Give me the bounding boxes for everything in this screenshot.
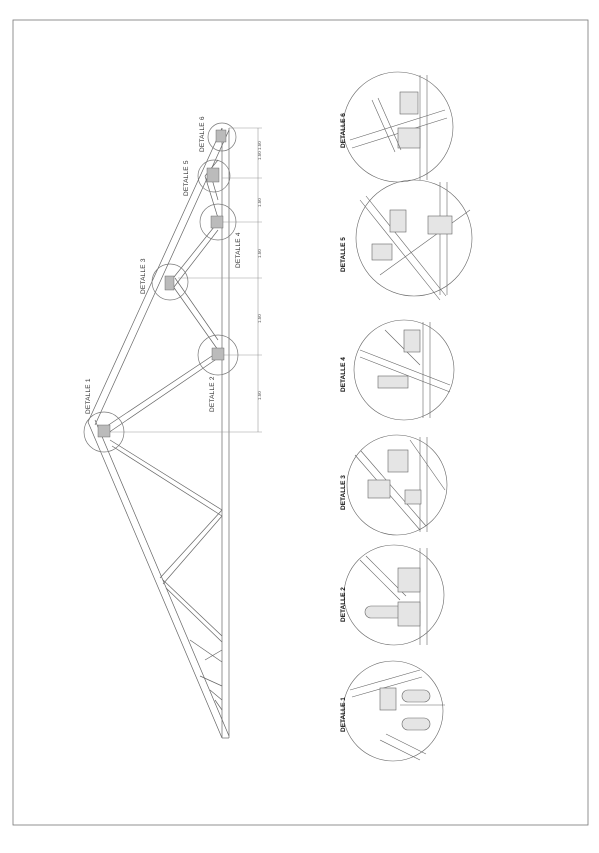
dimension-6: 1.50	[257, 141, 262, 150]
truss-label-2: DETALLE 2	[209, 376, 216, 412]
detail-1	[342, 660, 445, 762]
truss-gusset-plates	[97, 129, 227, 438]
truss-circle-1	[83, 411, 125, 453]
truss-label-4: DETALLE 4	[235, 232, 242, 268]
detail-title-1: DETALLE 1	[340, 697, 347, 732]
truss-circle-3	[151, 263, 189, 301]
detail-5	[355, 179, 473, 301]
detail-6	[342, 71, 454, 183]
dimension-5: 1.50	[257, 151, 262, 160]
truss-circle-5	[197, 159, 231, 193]
truss-label-6: DETALLE 6	[199, 116, 206, 152]
detail-4	[353, 319, 455, 421]
sheet-border	[12, 19, 589, 826]
truss-label-1: DETALLE 1	[85, 378, 92, 414]
truss-circle-4	[199, 203, 237, 241]
detail-title-6: DETALLE 6	[340, 113, 347, 148]
detail-3	[346, 434, 448, 536]
dimension-2: 1.50	[257, 314, 262, 323]
truss-circle-6	[207, 122, 237, 152]
detail-2	[343, 544, 445, 646]
dimension-4: 1.50	[257, 198, 262, 207]
truss-label-5: DETALLE 5	[183, 160, 190, 196]
truss-detail-circles	[83, 122, 239, 453]
truss-circle-2	[197, 334, 239, 376]
truss-elevation	[87, 127, 262, 739]
detail-title-3: DETALLE 3	[340, 475, 347, 510]
truss-label-3: DETALLE 3	[140, 258, 147, 294]
detail-title-4: DETALLE 4	[340, 357, 347, 392]
detail-title-5: DETALLE 5	[340, 237, 347, 272]
dimension-3: 1.50	[257, 249, 262, 258]
dimension-1: 1.50	[257, 391, 262, 400]
detail-title-2: DETALLE 2	[340, 587, 347, 622]
